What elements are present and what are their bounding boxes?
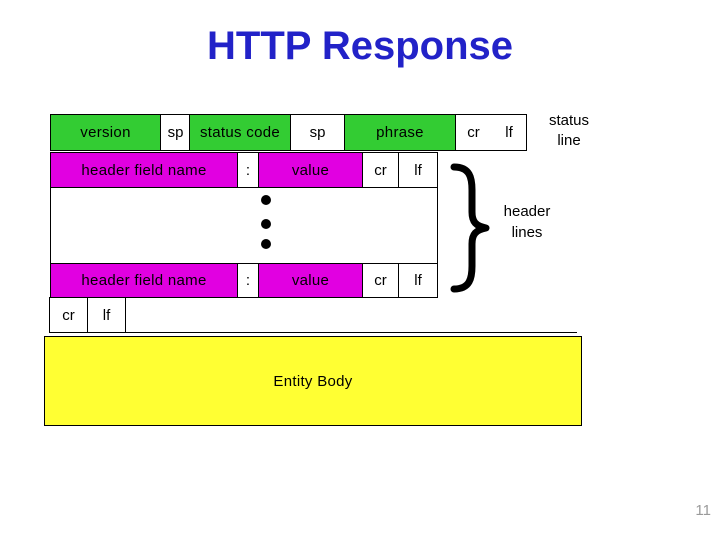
header-field-name-box: header field name (50, 152, 238, 188)
lf-cell: lf (414, 161, 422, 179)
status-line-row: version sp status code sp phrase cr lf (50, 114, 527, 151)
value-box: value (258, 152, 363, 188)
colon-cell: : (245, 272, 251, 289)
value-box: value (258, 263, 363, 298)
sp-cell-1: sp (167, 124, 184, 141)
header-line-row-1: header field name : value cr lf (50, 152, 438, 188)
more-header-lines-section (50, 188, 438, 263)
header-lines-label: header lines (503, 203, 551, 241)
blank-line-row: cr lf (49, 297, 126, 333)
blank-line-extension-rule (126, 332, 577, 333)
lf-cell: lf (414, 272, 422, 289)
lf-cell: lf (505, 124, 513, 141)
header-field-name-box: header field name (50, 263, 238, 298)
page-title: HTTP Response (207, 24, 513, 68)
status-line-label: status line (548, 112, 590, 149)
header-line-row-2: header field name : value cr lf (50, 263, 438, 298)
status-code-box: status code (189, 114, 291, 151)
entity-body-label: Entity Body (273, 372, 353, 390)
colon-cell: : (245, 161, 251, 179)
phrase-box: phrase (344, 114, 456, 151)
sp-cell-2: sp (309, 124, 326, 141)
cr-cell: cr (363, 264, 399, 297)
ellipsis-dot-icon (261, 219, 271, 229)
cr-cell: cr (50, 298, 88, 332)
version-box: version (50, 114, 161, 151)
cr-cell: cr (363, 153, 399, 187)
lf-cell: lf (102, 306, 111, 324)
curly-brace-icon (450, 163, 490, 293)
ellipsis-dot-icon (261, 239, 271, 249)
cr-cell: cr (467, 124, 480, 141)
entity-body-box: Entity Body (44, 336, 582, 426)
page-number: 11 (695, 502, 711, 519)
ellipsis-dot-icon (261, 195, 271, 205)
